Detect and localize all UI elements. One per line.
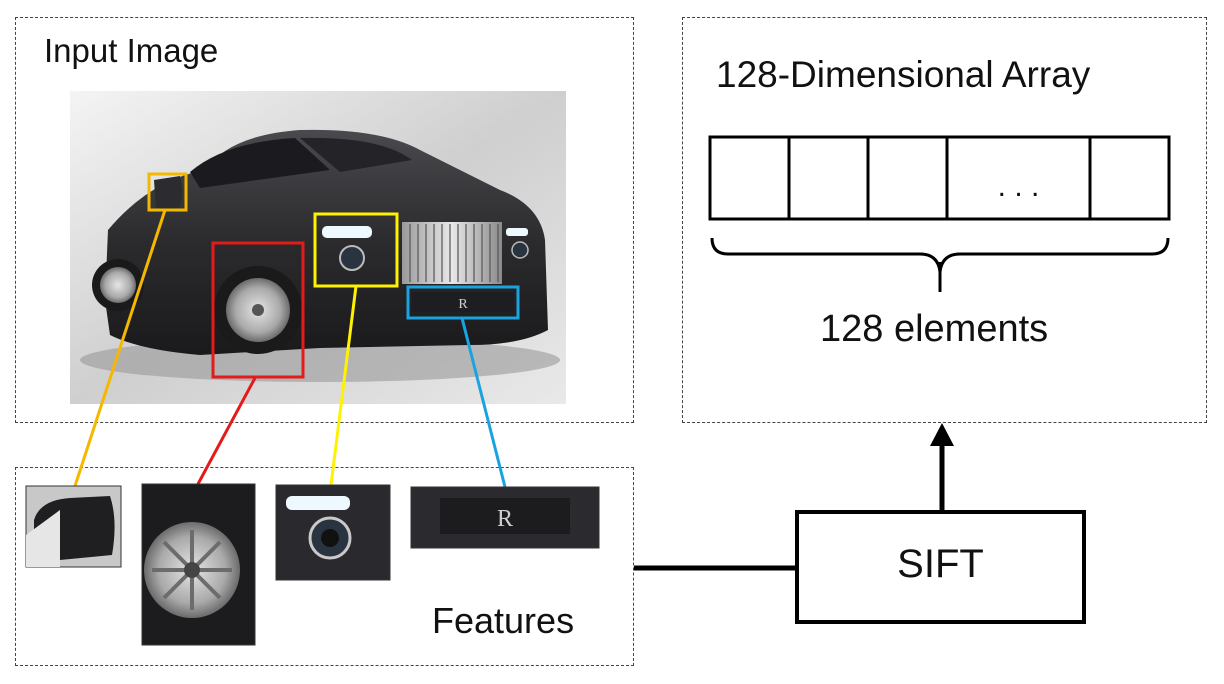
features-title: Features (432, 600, 575, 641)
array-cell-2 (787, 135, 870, 221)
features-panel (15, 467, 634, 666)
wheel-crop (141, 483, 256, 646)
array-size-label: 128 elements (820, 308, 1049, 350)
array-cells (708, 135, 1171, 221)
wheel-connector (196, 377, 257, 485)
headlight-connector (329, 285, 358, 486)
array-cell-5 (1088, 135, 1171, 221)
array-cell-ellipsis: . . . (997, 170, 1040, 203)
badge-connector (460, 317, 507, 488)
badge-crop: R (410, 486, 600, 549)
input-image-panel (15, 17, 634, 423)
array-cell-3 (866, 135, 949, 221)
headlight-crop (275, 484, 391, 581)
arrow-head-icon (930, 423, 954, 446)
mirror-connector (73, 209, 167, 487)
sift-label: SIFT (897, 542, 984, 586)
mirror-crop (25, 485, 122, 568)
array-cell-4 (945, 135, 1092, 221)
wheel-highlight-box (211, 241, 305, 379)
array-output-panel (682, 17, 1207, 423)
car-photo: R (70, 91, 566, 404)
svg-text:R: R (458, 297, 468, 312)
mirror-highlight-box (147, 172, 188, 212)
array-cell-1 (708, 135, 791, 221)
array-title: 128-Dimensional Array (716, 54, 1091, 95)
svg-text:R: R (497, 506, 513, 532)
input-image-title: Input Image (44, 32, 219, 69)
sift-box (795, 510, 1086, 624)
